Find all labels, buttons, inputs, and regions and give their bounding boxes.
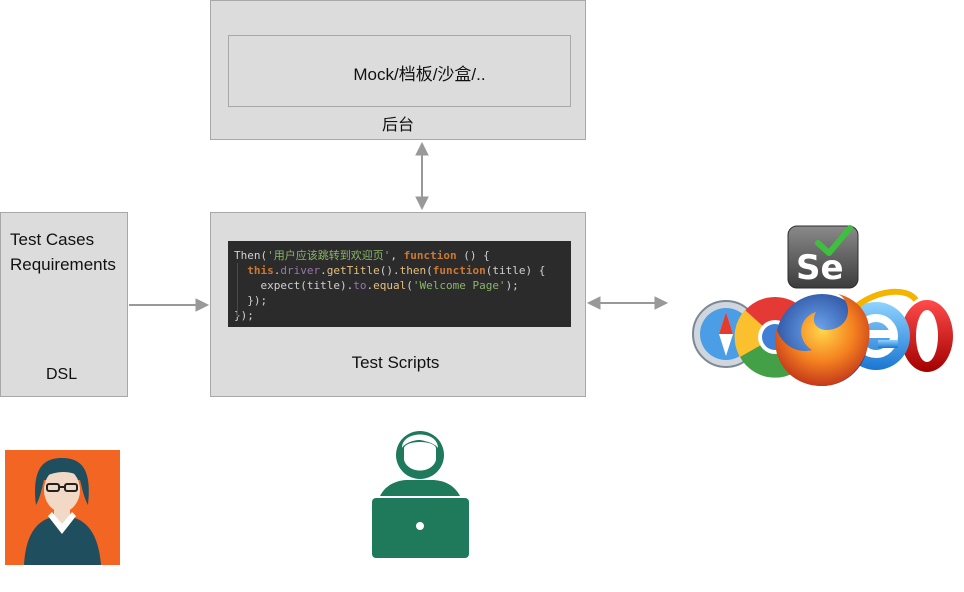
test-scripts-label: Test Scripts: [351, 353, 440, 372]
code-indent-guide: [237, 263, 238, 317]
code-snippet: Then('用户应该跳转到欢迎页', function () { this.dr…: [228, 241, 571, 327]
dsl-label: DSL: [46, 366, 78, 383]
code-token: function: [432, 264, 486, 277]
code-token: (: [406, 279, 413, 292]
code-token: function: [403, 249, 457, 262]
developer-laptop-icon: [372, 431, 469, 558]
code-token: to: [353, 279, 367, 292]
code-token: );: [505, 279, 519, 292]
code-token: then: [399, 264, 427, 277]
test-cases-label: Test Cases: [10, 230, 95, 249]
scripts-browsers-arrow: [586, 296, 669, 310]
code-token: getTitle: [326, 264, 380, 277]
code-token: });: [234, 309, 254, 322]
backend-label: 后台: [381, 117, 414, 134]
woman-avatar-icon: [5, 450, 120, 565]
code-token: '用户应该跳转到欢迎页': [267, 249, 391, 262]
code-token: (: [426, 264, 433, 277]
backend-scripts-arrow: [415, 141, 429, 211]
test-cases-box: Test Cases Requirements DSL: [0, 212, 128, 397]
code-token: (title) {: [485, 264, 546, 277]
code-token: ,: [390, 249, 404, 262]
code-token: expect(title).: [260, 279, 354, 292]
code-token: Then(: [234, 249, 268, 262]
firefox-icon: [774, 294, 870, 386]
code-token: .: [366, 279, 374, 292]
code-token: .: [273, 264, 281, 277]
selenium-logo-icon: Se: [787, 225, 859, 289]
code-token: ().: [379, 264, 400, 277]
code-token: 'Welcome Page': [412, 279, 506, 292]
mock-sandbox-box: Mock/档板/沙盒/..: [228, 35, 571, 107]
code-token: equal: [373, 279, 407, 292]
code-token: driver: [280, 264, 321, 277]
testcases-scripts-arrow: [129, 298, 210, 312]
code-token: .: [320, 264, 327, 277]
code-token: this: [247, 264, 274, 277]
backend-box: Mock/档板/沙盒/.. 后台: [210, 0, 586, 140]
svg-text:Se: Se: [796, 248, 844, 288]
test-scripts-box: Then('用户应该跳转到欢迎页', function () { this.dr…: [210, 212, 586, 397]
opera-icon: [901, 300, 953, 372]
code-token: () {: [456, 249, 490, 262]
code-token: });: [247, 294, 268, 307]
mock-label: Mock/档板/沙盒/..: [353, 65, 486, 84]
requirements-label: Requirements: [10, 255, 116, 274]
